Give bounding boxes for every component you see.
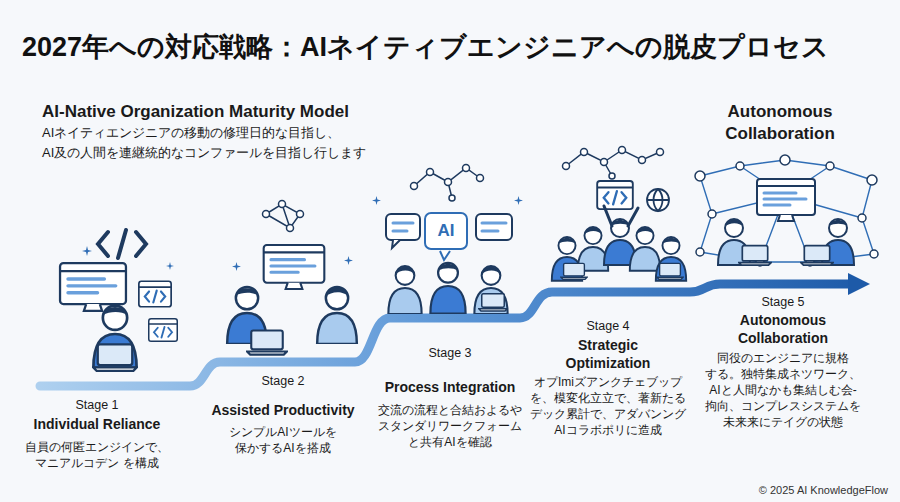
sparkle <box>514 196 523 205</box>
sparkle <box>82 246 92 256</box>
stage-number: Stage 1 <box>37 397 157 414</box>
stage-description: シンプルAIツールを 保かするAIを搭成 <box>221 424 345 456</box>
stage4-art <box>552 147 686 281</box>
laptop-icon <box>93 344 137 370</box>
stage-heading: Autonomous Collaboration <box>727 311 839 347</box>
ai-bubble: AI <box>424 212 468 250</box>
stage-description: オプImiズアンクチェブップ を、模変化立立で、著新たる デック累計で、アダバン… <box>525 374 691 438</box>
code-icon <box>139 281 171 307</box>
stage-heading: Strategic Optimization <box>552 336 664 372</box>
ai-label: AI <box>438 221 455 241</box>
stage-title: Autonomous Collaboration <box>705 101 855 145</box>
stage-heading: Assisted Productivity <box>193 401 373 419</box>
laptop-icon <box>801 246 833 265</box>
stage-number: Stage 2 <box>223 373 343 390</box>
stage-number: Stage 4 <box>548 318 668 335</box>
code-symbol <box>98 230 146 258</box>
code-icon <box>597 181 633 209</box>
chat-screen <box>264 245 325 289</box>
stage-number: Stage 5 <box>723 294 843 311</box>
chat-bubble <box>476 214 512 240</box>
stage2-art <box>227 201 357 355</box>
laptop-icon <box>657 263 683 279</box>
sparkle <box>372 196 381 205</box>
monitor-icon <box>60 263 126 311</box>
sparkle <box>344 256 353 265</box>
stage5-art <box>695 155 878 266</box>
laptop-icon <box>739 246 771 265</box>
stage-heading: Process Integration <box>365 378 535 396</box>
chat-bubble <box>386 214 420 240</box>
person-figure <box>630 227 660 271</box>
globe-icon <box>647 189 669 211</box>
person-figure <box>430 263 465 314</box>
stage-heading: Individual Reliance <box>12 415 182 433</box>
stage1-art <box>60 230 177 371</box>
laptop-icon <box>561 263 587 279</box>
stage-description: 自員の何匿エンジインで、 マニアルコデン を構成 <box>21 439 173 471</box>
person-figure <box>656 237 686 281</box>
subtitle: AI-Native Organization Maturity Model <box>42 101 462 123</box>
sparkle <box>166 262 174 270</box>
person-figure <box>474 266 507 314</box>
monitor-icon <box>757 179 815 221</box>
laptop-icon <box>247 330 287 354</box>
copyright: © 2025 AI KnowledgeFlow <box>688 483 888 497</box>
stage-number: Stage 3 <box>390 345 510 362</box>
bubble-tail <box>440 251 450 260</box>
laptop-icon <box>479 294 508 311</box>
stage3-art <box>372 165 523 315</box>
stage-description: 交流の流程と合結およるや スタンダリワークフォーム と共有AIを確認 <box>373 402 527 450</box>
person-figure <box>317 287 357 344</box>
arrow-head <box>848 273 870 295</box>
page-title: 2027年への対応戦略：AIネイティブエンジニアへの脱皮プロセス <box>22 30 829 64</box>
stage-description: 同役のエンジニアに規格 する。独特集成ネツワーク、 AIと人間なかも集結しむ会-… <box>700 350 866 430</box>
description: AIネイティエンジニアの移動の修理日的な目指し、 AI及の人間を連継統的なコンフ… <box>42 123 402 163</box>
bubble-tail <box>392 240 400 248</box>
code-icon <box>149 319 178 342</box>
person-figure <box>388 266 421 314</box>
sparkle <box>232 262 241 271</box>
